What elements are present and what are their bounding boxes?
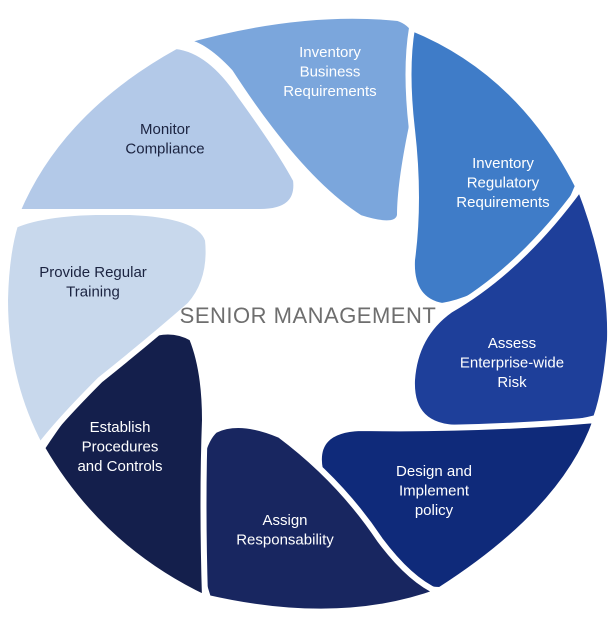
segment-label-line: Establish: [90, 419, 151, 436]
segment-label-line: Training: [66, 284, 120, 301]
segment-label-line: Implement: [399, 483, 470, 500]
segment-label-line: Provide Regular: [39, 264, 147, 281]
segment-label-line: Regulatory: [467, 175, 540, 192]
center-label: SENIOR MANAGEMENT: [180, 303, 437, 328]
segment-assign-responsability: [192, 422, 441, 615]
segment-label-line: and Controls: [77, 458, 162, 475]
segment-label-line: Monitor: [140, 121, 190, 138]
segment-label-line: Inventory: [472, 155, 534, 172]
segment-inventory-regulatory: [405, 25, 581, 309]
segment-label-line: Requirements: [456, 194, 549, 211]
segment-label-line: Compliance: [125, 141, 204, 158]
segment-provide-training: [2, 208, 212, 449]
segment-label-line: Assess: [488, 335, 536, 352]
segment-label-line: policy: [415, 502, 454, 519]
segment-label-line: Procedures: [82, 439, 159, 456]
segment-inventory-business: [177, 12, 426, 227]
segment-label-line: Design and: [396, 463, 472, 480]
segment-label-line: Responsability: [236, 532, 334, 549]
segment-label-line: Assign: [262, 512, 307, 529]
segment-label-line: Business: [300, 64, 361, 81]
segment-label-line: Enterprise-wide: [460, 355, 564, 372]
segment-label-line: Requirements: [283, 83, 376, 100]
segment-label-line: Risk: [497, 374, 527, 391]
segment-monitor-compliance: [14, 43, 300, 215]
segment-label-line: Inventory: [299, 44, 361, 61]
